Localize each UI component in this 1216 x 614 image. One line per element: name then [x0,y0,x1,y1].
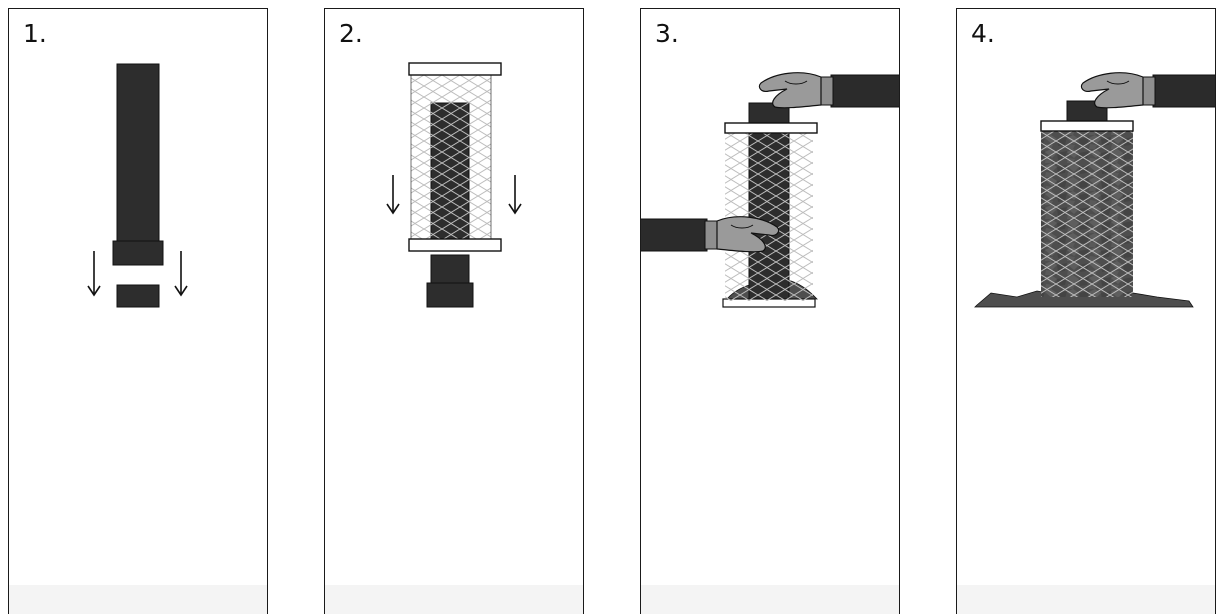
stove-illustration [641,72,899,614]
step-number: 3. [655,19,679,48]
stove-illustration [325,62,583,614]
down-arrow-icon [87,251,101,297]
step-panel-2: 2. [324,8,584,614]
step-number: 4. [971,19,995,48]
hand-icon [1080,72,1215,109]
step-panel-4: 4. [956,8,1216,614]
step-number: 2. [339,19,363,48]
step-panel-1: 1. [8,8,268,614]
down-arrow-icon [174,251,188,297]
step-number: 1. [23,19,47,48]
down-arrow-icon [386,175,400,215]
hand-icon [641,216,780,253]
stove-illustration [957,72,1215,614]
stove-illustration [9,63,267,614]
down-arrow-icon [508,175,522,215]
step-panel-3: 3. [640,8,900,614]
hand-icon [758,72,899,109]
